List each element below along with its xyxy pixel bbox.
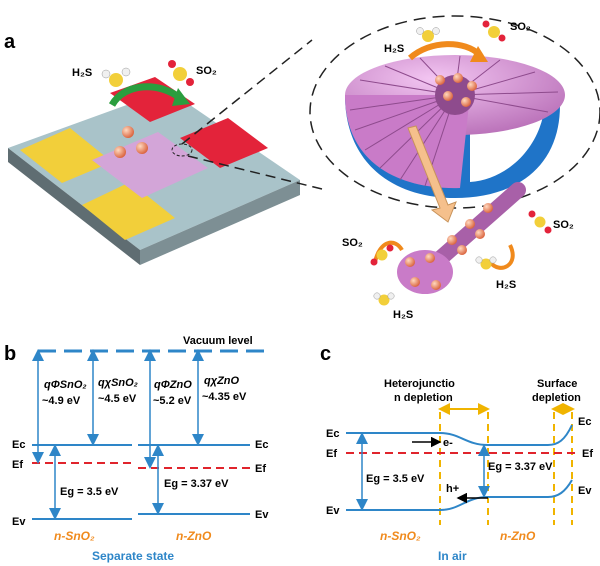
eg-zno-label: Eg = 3.37 eV bbox=[488, 461, 553, 473]
oxygen-ion bbox=[453, 73, 463, 83]
heterojunction-label-1: Heterojunctio bbox=[384, 378, 455, 390]
sphere-reaction-arrowhead bbox=[470, 46, 488, 62]
in-air-label: In air bbox=[438, 549, 467, 563]
ef-left-label: Ef bbox=[12, 459, 23, 471]
ev-left-label: Ev bbox=[326, 505, 340, 517]
sno2-material-label: n-SnO₂ bbox=[380, 529, 421, 543]
oxygen-ion bbox=[483, 203, 493, 213]
rod-gas-right-bottom-label: H₂S bbox=[496, 279, 516, 291]
eg-zno-label: Eg = 3.37 eV bbox=[164, 478, 229, 490]
panel-b-letter: b bbox=[4, 343, 16, 365]
ev-left-label: Ev bbox=[12, 516, 26, 528]
sensor-chip: H₂S SO₂ bbox=[8, 60, 300, 265]
zno-material-label: n-ZnO bbox=[500, 529, 536, 543]
zoom-arrow bbox=[407, 125, 457, 223]
electron-label: e- bbox=[443, 437, 453, 449]
sphere-gas-in-label: H₂S bbox=[384, 43, 404, 55]
oxygen-ion bbox=[410, 277, 420, 287]
ef-left-label: Ef bbox=[326, 448, 337, 460]
panel-a: a bbox=[4, 15, 600, 321]
so2-molecule bbox=[482, 20, 506, 42]
reaction-arrow bbox=[108, 83, 183, 107]
eg-sno2-label: Eg = 3.5 eV bbox=[60, 486, 119, 498]
panel-b: b Vacuum level qΦSnO₂ ~4.9 eV qχSnO₂ ~4.… bbox=[4, 335, 272, 563]
phi-sno2-value: ~4.9 eV bbox=[42, 395, 81, 407]
chip-substrate-right bbox=[140, 180, 300, 265]
oxygen-ion bbox=[122, 126, 134, 138]
oxygen-ion bbox=[425, 253, 435, 263]
surface-label-1: Surface bbox=[537, 378, 577, 390]
zno-material-label: n-ZnO bbox=[176, 529, 212, 543]
conduction-band bbox=[346, 424, 573, 446]
oxygen-ion bbox=[475, 229, 485, 239]
so2-molecule bbox=[168, 60, 194, 86]
oxygen-ion bbox=[435, 75, 445, 85]
electrode-red-right bbox=[180, 118, 268, 168]
panel-c: c Heterojunctio n depletion Surface depl… bbox=[320, 343, 593, 563]
h2s-molecule bbox=[101, 67, 131, 87]
ec-right-label: Ec bbox=[255, 439, 268, 451]
sphere-gas-out-label: SO₂ bbox=[510, 21, 531, 33]
rod-arrow-left bbox=[373, 240, 404, 263]
chip-gas-in-label: H₂S bbox=[72, 67, 92, 79]
h2s-molecule bbox=[373, 292, 395, 306]
panel-c-letter: c bbox=[320, 343, 331, 365]
chi-sno2-value: ~4.5 eV bbox=[98, 393, 137, 405]
rod-gas-right-top-label: SO₂ bbox=[553, 219, 574, 231]
ef-right-label: Ef bbox=[255, 463, 266, 475]
ec-right-label: Ec bbox=[578, 416, 591, 428]
zoom-ellipse bbox=[309, 15, 600, 209]
oxygen-ion bbox=[114, 146, 126, 158]
hole-label: h+ bbox=[446, 483, 459, 495]
oxygen-ion bbox=[467, 81, 477, 91]
so2-molecule bbox=[528, 210, 552, 234]
rod-arrow-right bbox=[488, 244, 515, 270]
phi-sno2-label: qΦSnO₂ bbox=[44, 379, 87, 391]
oxygen-ion bbox=[461, 97, 471, 107]
sno2-material-label: n-SnO₂ bbox=[54, 529, 95, 543]
vacuum-level-label: Vacuum level bbox=[183, 335, 253, 347]
phi-zno-value: ~5.2 eV bbox=[153, 395, 192, 407]
rod-gas-left-top-label: SO₂ bbox=[342, 237, 363, 249]
electrode-yellow-left bbox=[20, 128, 112, 183]
so2-molecule bbox=[370, 244, 394, 266]
h2s-molecule bbox=[475, 256, 497, 270]
oxygen-ion bbox=[431, 280, 441, 290]
oxygen-ion bbox=[457, 245, 467, 255]
ef-right-label: Ef bbox=[582, 448, 593, 460]
heterojunction-label-2: n depletion bbox=[394, 392, 453, 404]
surface-label-2: depletion bbox=[532, 392, 581, 404]
nanorod-hemisphere: H₂S SO₂ bbox=[345, 20, 565, 198]
ev-right-label: Ev bbox=[255, 509, 269, 521]
phi-zno-label: qΦZnO bbox=[154, 379, 192, 391]
chi-zno-value: ~4.35 eV bbox=[202, 391, 247, 403]
h2s-molecule bbox=[416, 27, 440, 42]
separate-state-label: Separate state bbox=[92, 549, 174, 563]
nanorod-base bbox=[397, 250, 453, 294]
rod-gas-left-bottom-label: H₂S bbox=[393, 309, 413, 321]
chip-gas-out-label: SO₂ bbox=[196, 65, 217, 77]
oxygen-ion bbox=[443, 91, 453, 101]
oxygen-ion bbox=[447, 235, 457, 245]
eg-sno2-label: Eg = 3.5 eV bbox=[366, 473, 425, 485]
ec-left-label: Ec bbox=[12, 439, 25, 451]
oxygen-ion bbox=[465, 219, 475, 229]
oxygen-ion bbox=[136, 142, 148, 154]
chi-sno2-label: qχSnO₂ bbox=[98, 377, 138, 389]
panel-a-letter: a bbox=[4, 31, 16, 53]
chip-substrate-left bbox=[8, 148, 140, 265]
chi-zno-label: qχZnO bbox=[204, 375, 240, 387]
reaction-arrowhead bbox=[172, 88, 190, 106]
ev-right-label: Ev bbox=[578, 485, 592, 497]
sphere-reaction-arrow bbox=[407, 41, 483, 61]
single-nanorod: SO₂ H₂S SO₂ H₂S bbox=[342, 182, 574, 321]
ec-left-label: Ec bbox=[326, 428, 339, 440]
oxygen-ion bbox=[405, 257, 415, 267]
zoom-line-top bbox=[181, 39, 313, 145]
zoom-line-bottom bbox=[187, 155, 327, 191]
electrode-yellow-bottom bbox=[82, 182, 175, 240]
